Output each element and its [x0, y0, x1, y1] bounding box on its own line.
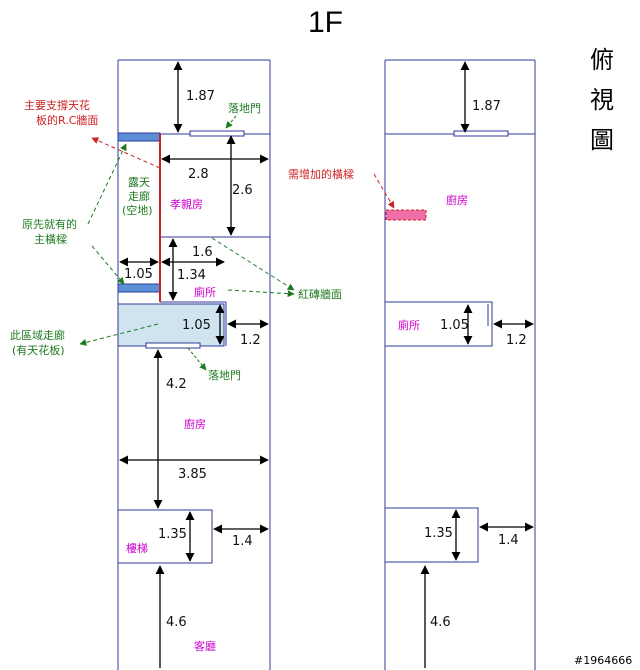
dim-wc-w: 1.6: [192, 245, 213, 260]
note-rc-wall-leader: [91, 137, 161, 169]
room-kitchen: 廚房: [184, 417, 206, 431]
dim-kitchen-h: 4.2: [166, 377, 187, 392]
note-new-beam-leader: [373, 173, 395, 209]
note-door-mid: 落地門: [208, 369, 241, 382]
dim-living-h: 4.6: [166, 615, 187, 630]
note-main-beam-1: 原先就有的: [22, 217, 77, 231]
note-corridor-area-2: (有天花板): [12, 343, 65, 357]
r-room-wc: 廁所: [398, 318, 420, 332]
dim-corr-w: 1.05: [124, 267, 153, 282]
right-plan-stairs-box: [384, 507, 479, 563]
watermark: #1964666: [574, 654, 632, 667]
note-new-beam: 需增加的橫樑: [288, 167, 354, 181]
note-brick-wall-leader-1: [211, 237, 295, 291]
note-open-corridor-3: (空地): [122, 203, 153, 217]
r-dim-stair-h: 1.35: [424, 526, 453, 541]
note-rc-wall-2: 板的R.C牆面: [36, 113, 98, 127]
note-brick-wall: 紅磚牆面: [298, 287, 342, 301]
right-sliding-door: [453, 130, 509, 137]
r-room-kitchen: 廚房: [446, 193, 468, 207]
dim-stair-h: 1.35: [158, 527, 187, 542]
dim-stair-gap: 1.4: [232, 534, 253, 549]
dim-room-w: 2.8: [188, 167, 209, 182]
stairs-box: [117, 509, 213, 564]
existing-beam-top: [117, 132, 161, 142]
note-door-top: 落地門: [228, 102, 261, 115]
side-title-3: 圖: [590, 126, 614, 154]
r-dim-wc-h: 1.05: [440, 318, 469, 333]
dim-beam-h: 1.34: [177, 268, 206, 283]
page-title: 1F: [308, 6, 343, 39]
r-dim-wc-gap: 1.2: [506, 333, 527, 348]
sliding-door-top: [189, 130, 245, 137]
note-open-corridor-1: 露天: [128, 176, 150, 189]
note-main-beam-leader-2: [91, 245, 125, 285]
note-door-mid-leader: [187, 347, 207, 371]
note-open-corridor-2: 走廊: [128, 189, 150, 203]
room-parents: 孝親房: [170, 198, 203, 211]
dim-house-w: 3.85: [178, 467, 207, 482]
new-beam: [385, 209, 427, 221]
existing-beam-bottom: [117, 283, 161, 293]
r-dim-living-h: 4.6: [430, 615, 451, 630]
room-stairs: 樓梯: [126, 541, 148, 555]
room-living: 客廳: [194, 639, 216, 653]
note-main-beam-2: 主橫樑: [34, 232, 67, 246]
side-title-2: 視: [590, 86, 614, 114]
note-brick-wall-leader-2: [227, 289, 295, 298]
dim-wc-gap: 1.2: [240, 333, 261, 348]
room-wc: 廁所: [194, 285, 216, 299]
r-dim-top: 1.87: [472, 99, 501, 114]
corridor-ceiling-area: [117, 303, 225, 347]
note-door-top-leader: [225, 115, 237, 129]
right-plan: [384, 59, 536, 670]
left-dimension-arrows: [119, 61, 269, 668]
dim-top: 1.87: [186, 89, 215, 104]
left-plan: [117, 59, 271, 670]
dim-wc-h: 1.05: [182, 318, 211, 333]
side-title-1: 俯: [590, 46, 614, 74]
right-plan-wc-box: [384, 301, 493, 347]
dim-room-h: 2.6: [232, 183, 253, 198]
right-dimension-arrows: [420, 61, 534, 668]
sliding-door-mid: [145, 342, 201, 349]
note-corridor-area-1: 此區域走廊: [10, 328, 65, 342]
note-main-beam-leader-1: [87, 143, 127, 225]
r-dim-stair-gap: 1.4: [498, 533, 519, 548]
note-rc-wall-1: 主要支撐天花: [24, 98, 90, 112]
